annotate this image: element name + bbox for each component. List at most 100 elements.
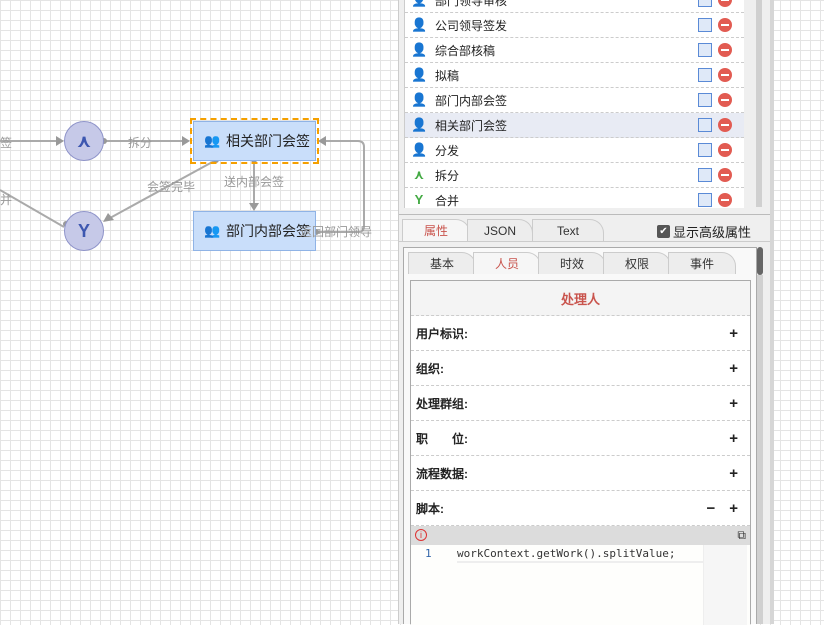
copy-icon[interactable] — [698, 193, 712, 207]
split-node[interactable]: ⋏ — [64, 121, 104, 161]
row-label: 用户标识: — [416, 326, 468, 341]
edge-label[interactable]: 合并 — [0, 193, 13, 207]
split-icon: ⋏ — [413, 167, 425, 182]
node-related-dept-countersign[interactable]: 👥 相关部门会签 — [193, 121, 316, 161]
row-label: 流程数据: — [416, 466, 468, 481]
editor-toolbar: i ⧉ — [411, 526, 750, 545]
subtab-basic[interactable]: 基本 — [408, 252, 476, 274]
add-button[interactable]: + — [729, 324, 738, 342]
person-icon: 👤 — [411, 0, 427, 8]
editor-minimap[interactable] — [703, 545, 747, 625]
delete-icon[interactable] — [718, 0, 732, 7]
activity-label: 合并 — [435, 193, 460, 208]
delete-icon[interactable] — [718, 118, 732, 132]
code-line[interactable]: workContext.getWork().splitValue; — [457, 547, 703, 563]
add-button[interactable]: + — [729, 499, 738, 517]
activity-list-item[interactable]: 👤 公司领导签发 — [405, 13, 744, 38]
remove-button[interactable]: − — [706, 499, 716, 517]
copy-icon[interactable] — [698, 93, 712, 107]
delete-icon[interactable] — [718, 93, 732, 107]
handler-row: 处理群组: + — [411, 386, 750, 421]
subtab-personnel[interactable]: 人员 — [473, 252, 541, 274]
edge-label[interactable]: 会签完毕 — [147, 180, 196, 194]
row-label: 职 位: — [416, 431, 468, 446]
copy-icon[interactable] — [698, 68, 712, 82]
copy-icon[interactable] — [698, 43, 712, 57]
delete-icon[interactable] — [718, 18, 732, 32]
info-icon[interactable]: i — [415, 529, 427, 541]
restore-window-icon[interactable]: ⧉ — [737, 528, 746, 542]
script-editor[interactable]: 1 workContext.getWork().splitValue; — [411, 545, 750, 625]
activity-label: 综合部核稿 — [435, 43, 496, 58]
advanced-label: 显示高级属性 — [673, 225, 752, 240]
selection-outline — [190, 118, 319, 164]
node-dept-internal-countersign[interactable]: 👥部门内部会签 — [193, 211, 316, 251]
copy-icon[interactable] — [698, 143, 712, 157]
activity-list-item[interactable]: 👤 拟稿 — [405, 63, 744, 88]
handler-row: 组织: + — [411, 351, 750, 386]
activity-list-item[interactable]: Y 合并 — [405, 188, 744, 208]
edge-label[interactable]: 返回部门领导 — [300, 225, 373, 239]
handler-row: 脚本:−+ — [411, 491, 750, 526]
activity-list-item[interactable]: 👤 分发 — [405, 138, 744, 163]
tab-text[interactable]: Text — [532, 219, 604, 241]
add-button[interactable]: + — [729, 394, 738, 412]
flow-edges — [0, 136, 365, 235]
copy-icon[interactable] — [698, 168, 712, 182]
subtab-permission[interactable]: 权限 — [603, 252, 671, 274]
subtab-timing[interactable]: 时效 — [538, 252, 606, 274]
delete-icon[interactable] — [718, 43, 732, 57]
checkbox-checked-icon[interactable]: ✔ — [657, 225, 670, 238]
activity-list-item[interactable]: 👤综合部核稿 — [405, 38, 744, 63]
add-button[interactable]: + — [729, 359, 738, 377]
activity-list-item[interactable]: ⋏拆分 — [405, 163, 744, 188]
tab-json[interactable]: JSON — [467, 219, 533, 241]
person-icon: 👤 — [411, 142, 428, 157]
tab-properties[interactable]: 属性 — [402, 219, 470, 241]
person-icon: 👤 — [411, 67, 428, 82]
group-icon: 👥 — [204, 133, 221, 148]
copy-icon[interactable] — [698, 18, 712, 32]
merge-icon: Y — [77, 220, 90, 241]
person-icon: 👤 — [411, 17, 428, 32]
edge-label[interactable]: 送内部会签 — [224, 175, 285, 189]
advanced-toggle[interactable]: ✔ 显示高级属性 — [657, 222, 751, 241]
subtab-event[interactable]: 事件 — [668, 252, 736, 274]
copy-icon[interactable] — [698, 0, 712, 7]
delete-icon[interactable] — [718, 193, 732, 207]
add-button[interactable]: + — [729, 464, 738, 482]
activity-list-item[interactable]: 👤 部门领导审核 — [405, 0, 744, 13]
line-number: 1 — [425, 547, 432, 560]
handler-row: 用户标识: + — [411, 316, 750, 351]
split-icon: ⋏ — [76, 130, 92, 151]
node-label: 部门内部会签 — [226, 223, 310, 239]
activity-list-item[interactable]: 👤部门内部会签 — [405, 88, 744, 113]
activity-list: 👤部门领导审核👤公司领导签发👤综合部核稿👤拟稿👤部门内部会签👤相关部门会签👤分发… — [404, 0, 744, 208]
row-label: 处理群组: — [416, 396, 468, 411]
delete-icon[interactable] — [718, 168, 732, 182]
merge-icon: Y — [414, 192, 424, 207]
activity-label: 部门领导审核 — [435, 0, 508, 8]
copy-icon[interactable] — [698, 118, 712, 132]
panel-scrollbar[interactable] — [757, 247, 763, 275]
edge-label[interactable]: 拆分 — [128, 136, 153, 150]
activity-label: 拟稿 — [435, 68, 460, 83]
delete-icon[interactable] — [718, 68, 732, 82]
add-button[interactable]: + — [729, 429, 738, 447]
handler-row: 流程数据: + — [411, 456, 750, 491]
edge-label[interactable]: 会签 — [0, 136, 13, 150]
properties-panel: 👤部门领导审核👤公司领导签发👤综合部核稿👤拟稿👤部门内部会签👤相关部门会签👤分发… — [398, 0, 772, 625]
node-label: 相关部门会签 — [226, 133, 310, 149]
list-scrollbar[interactable] — [756, 0, 762, 207]
activity-label: 分发 — [435, 143, 460, 158]
activity-list-item[interactable]: 👤相关部门会签 — [405, 113, 744, 138]
person-icon: 👤 — [411, 117, 428, 132]
merge-node[interactable]: Y — [64, 211, 104, 251]
delete-icon[interactable] — [718, 143, 732, 157]
section-title: 处理人 — [411, 281, 750, 316]
row-label: 组织: — [416, 361, 444, 376]
person-icon: 👤 — [411, 92, 428, 107]
activity-label: 公司领导签发 — [435, 18, 508, 33]
handler-row: 职 位: + — [411, 421, 750, 456]
handler-section: 处理人 用户标识:+组织:+处理群组:+职 位:+流程数据:+脚本:−+ i ⧉… — [410, 280, 751, 625]
